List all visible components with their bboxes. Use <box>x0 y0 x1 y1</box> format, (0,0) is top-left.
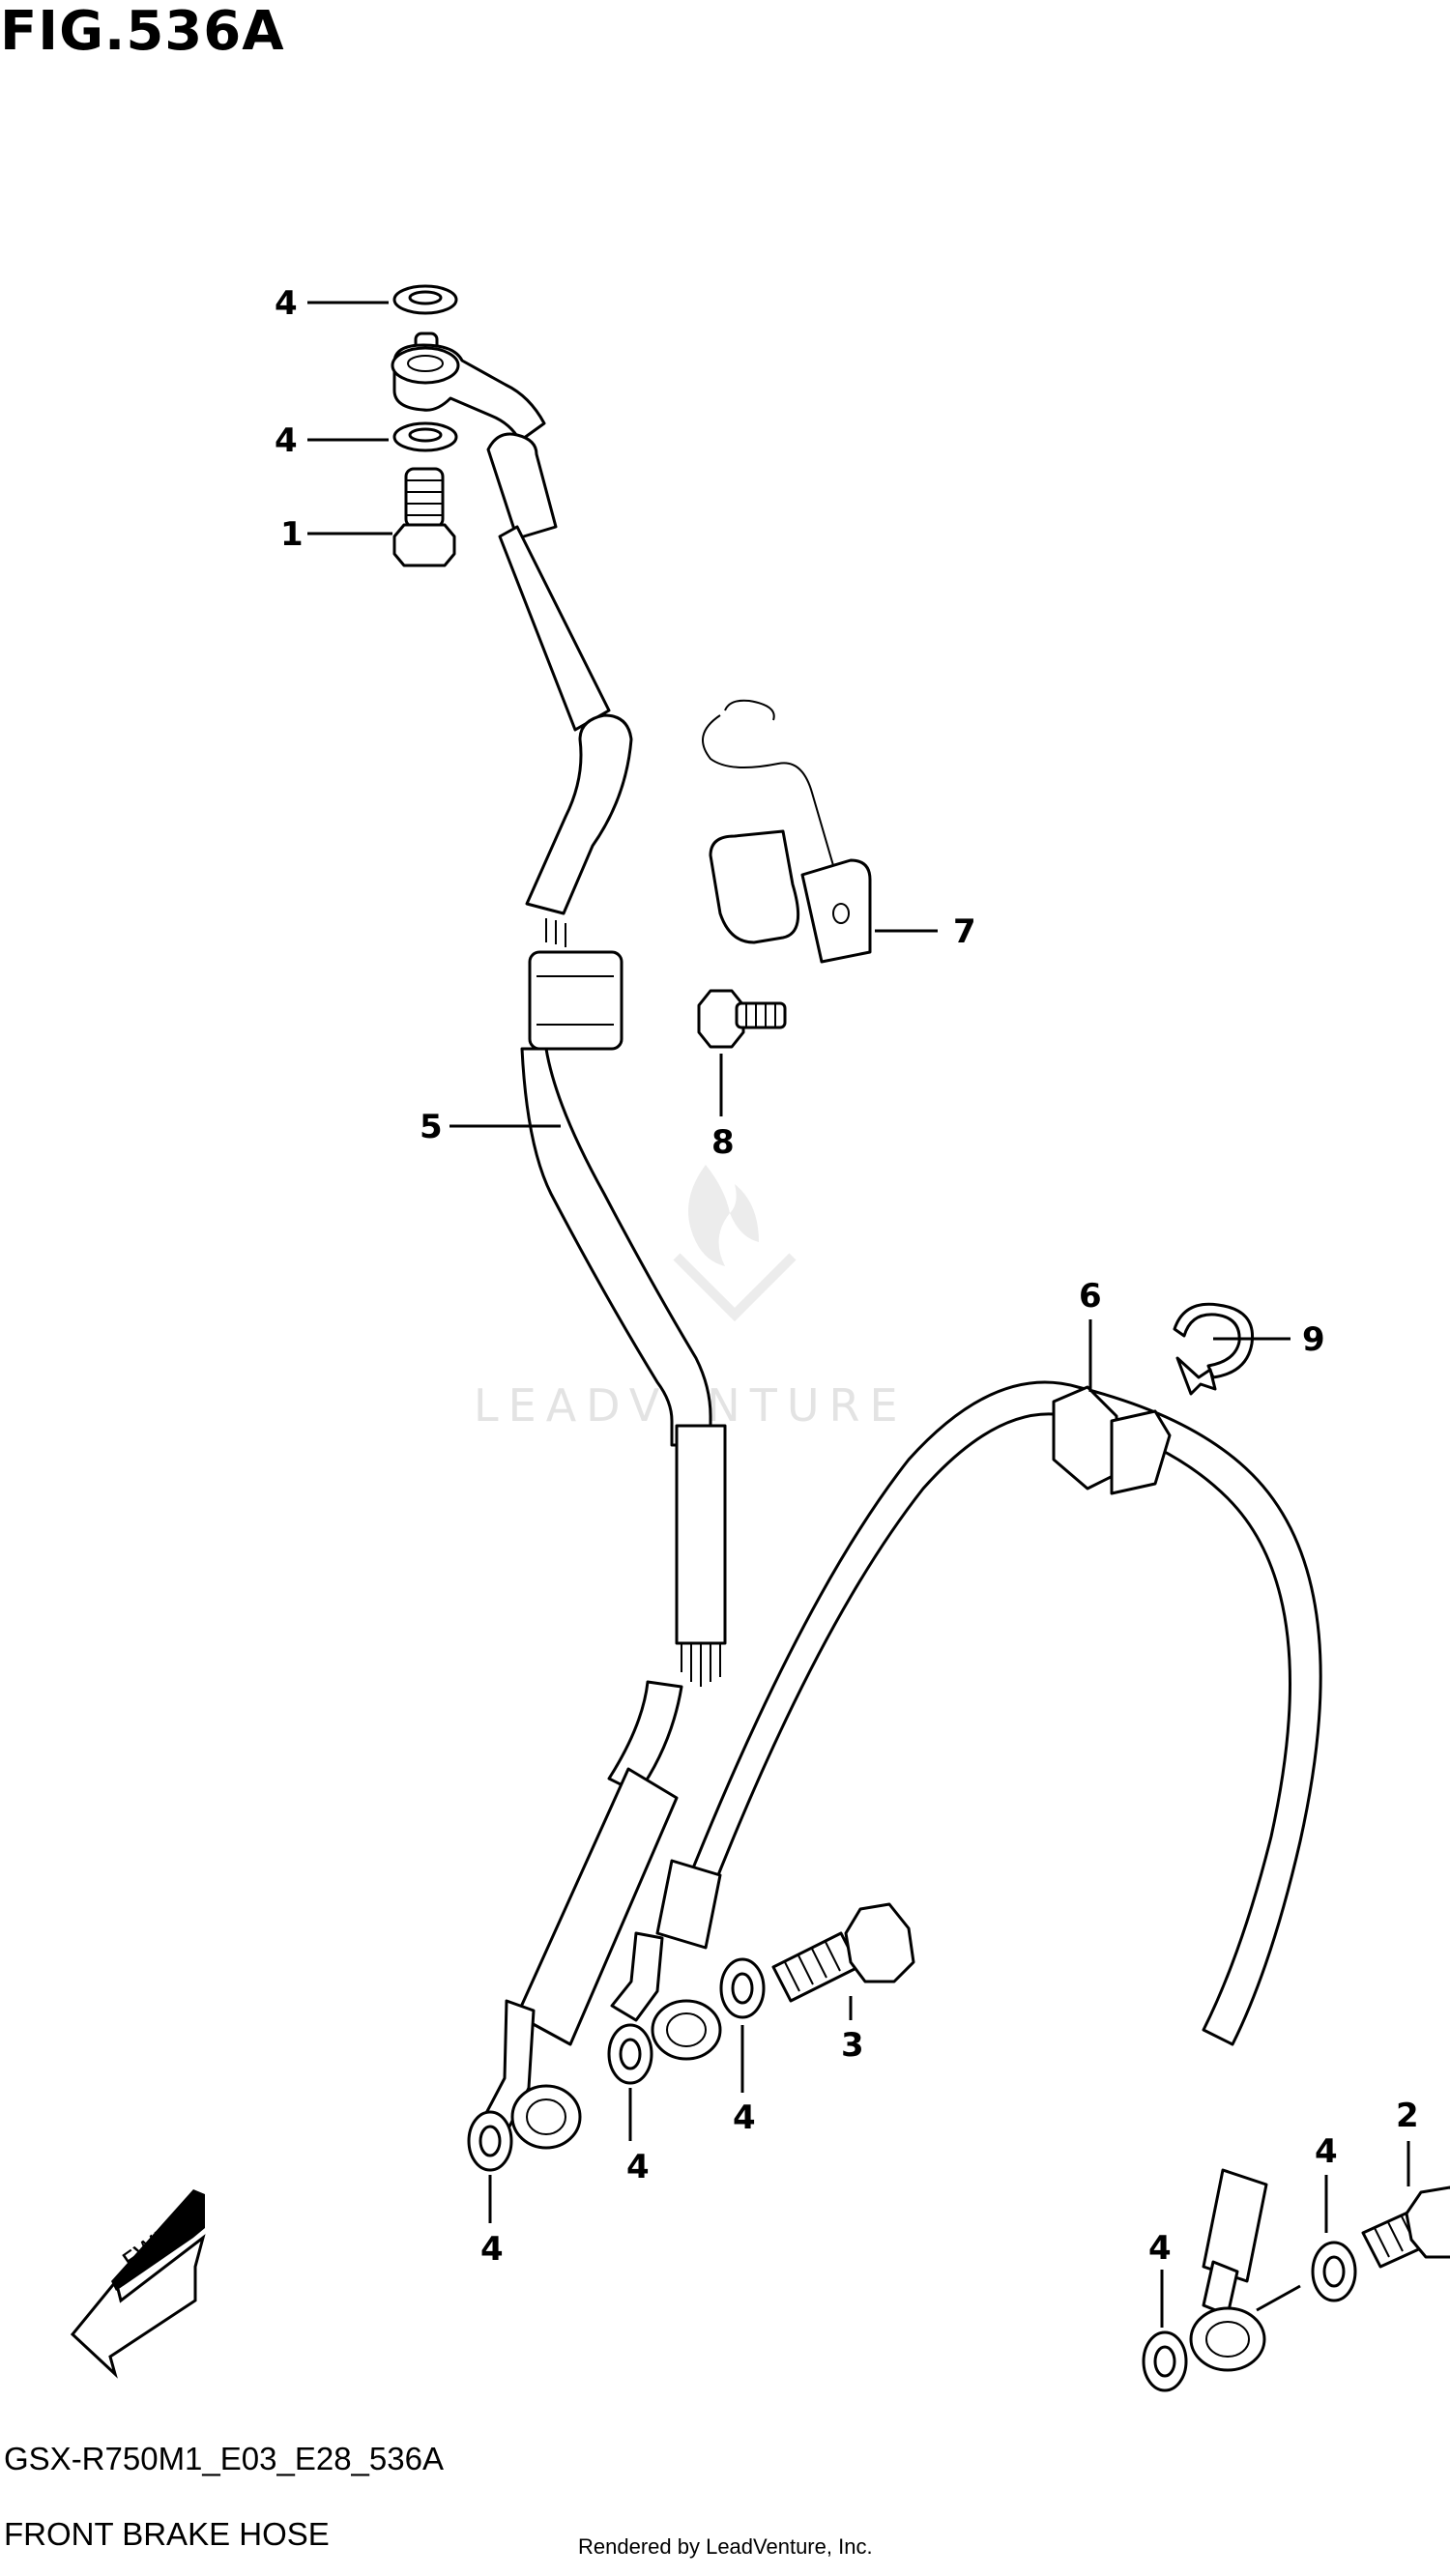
callout-4[interactable]: 4 <box>275 284 298 323</box>
fwd-arrow: FWD <box>70 2189 206 2379</box>
union-bolt-caliper[interactable] <box>771 1902 915 2003</box>
brake-hose-lower[interactable] <box>610 1380 1322 2372</box>
callout-4[interactable]: 4 <box>275 421 298 460</box>
callout-1[interactable]: 1 <box>280 515 304 554</box>
hose-bracket[interactable] <box>702 699 872 964</box>
callout-4[interactable]: 4 <box>480 2230 504 2269</box>
callout-6[interactable]: 6 <box>1079 1277 1102 1316</box>
union-bolt-right[interactable] <box>1361 2185 1450 2269</box>
banjo-fitting-top[interactable] <box>391 332 546 443</box>
washer-mid-a[interactable] <box>719 1957 766 2019</box>
washer-right-a[interactable] <box>1311 2241 1357 2302</box>
bracket-bolt[interactable] <box>697 989 787 1049</box>
callout-4[interactable]: 4 <box>626 2148 650 2186</box>
callout-4[interactable]: 4 <box>1315 2132 1338 2171</box>
union-bolt-top[interactable] <box>392 467 456 567</box>
washer-upper-second[interactable] <box>392 421 458 452</box>
hose-clip[interactable] <box>1173 1302 1255 1396</box>
callout-3[interactable]: 3 <box>841 2026 864 2065</box>
callout-2[interactable]: 2 <box>1396 2097 1419 2135</box>
callout-9[interactable]: 9 <box>1302 1320 1325 1359</box>
hose-grommet-clamp[interactable] <box>1052 1385 1172 1495</box>
section-name: FRONT BRAKE HOSE <box>4 2516 330 2552</box>
diagram-code: GSX-R750M1_E03_E28_536A <box>4 2441 444 2476</box>
leader-lines <box>307 301 1410 2328</box>
render-credit: Rendered by LeadVenture, Inc. <box>578 2534 873 2559</box>
callout-4[interactable]: 4 <box>1148 2229 1172 2268</box>
washer-mid-b[interactable] <box>607 2023 653 2085</box>
brake-hose-upper[interactable] <box>483 432 727 2150</box>
washer-top[interactable] <box>392 284 458 315</box>
callouts: 4 4 1 7 8 5 6 9 3 4 4 4 2 4 4 <box>275 284 1419 2269</box>
callout-8[interactable]: 8 <box>711 1123 735 1162</box>
figure-title: FIG.536A <box>0 0 285 63</box>
callout-5[interactable]: 5 <box>420 1108 443 1146</box>
callout-4[interactable]: 4 <box>733 2098 756 2137</box>
washer-left[interactable] <box>467 2110 513 2172</box>
callout-7[interactable]: 7 <box>953 912 976 951</box>
washer-right-b[interactable] <box>1142 2330 1188 2392</box>
